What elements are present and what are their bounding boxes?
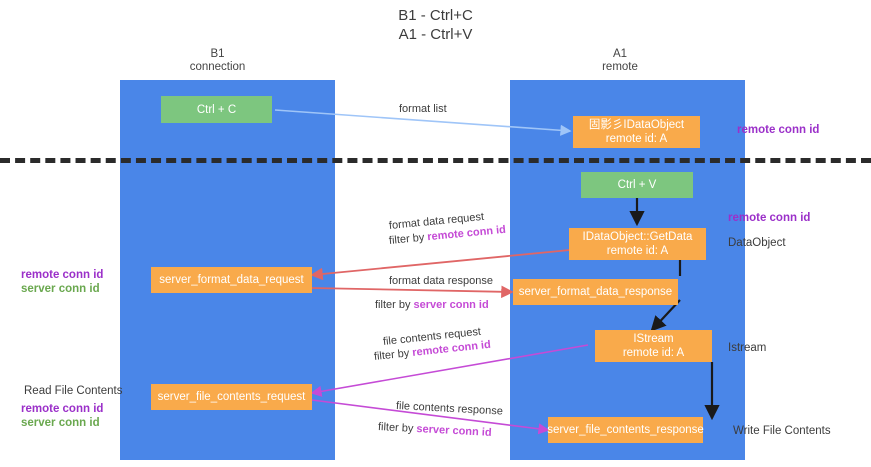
filter-key: server conn id	[416, 423, 492, 439]
box-ctrl-c[interactable]: Ctrl + C	[161, 96, 272, 123]
label-left-remote-conn-id-2: remote conn id	[21, 403, 104, 415]
edge-label-format-list: format list	[399, 103, 447, 115]
box-server-format-data-response[interactable]: server_format_data_response	[513, 279, 678, 305]
label-write-file-contents: Write File Contents	[733, 425, 831, 437]
box-istream[interactable]: IStream remote id: A	[595, 330, 712, 362]
label-left-server-conn-id: server conn id	[21, 283, 100, 295]
edge-label-format-data-response-filter: filter by server conn id	[375, 298, 489, 312]
label-left-server-conn-id-2: server conn id	[21, 417, 100, 429]
label-remote-conn-id-mid: remote conn id	[728, 212, 811, 224]
label-left-remote-conn-id: remote conn id	[21, 269, 104, 281]
edge-label-format-data-response: format data response	[389, 275, 493, 287]
box-idataobject[interactable]: 固影彡IDataObject remote id: A	[573, 116, 700, 148]
page-title: B1 - Ctrl+C A1 - Ctrl+V	[398, 7, 473, 43]
filter-prefix: filter by	[377, 421, 417, 436]
label-istream: Istream	[728, 342, 767, 354]
box-server-format-data-request[interactable]: server_format_data_request	[151, 267, 312, 293]
label-remote-conn-id-top: remote conn id	[737, 124, 820, 136]
label-dataobject: DataObject	[728, 237, 786, 249]
column-header-right: A1 remote	[602, 48, 638, 73]
box-ctrl-v[interactable]: Ctrl + V	[581, 172, 693, 198]
filter-key: server conn id	[413, 299, 489, 311]
filter-prefix: filter by	[388, 231, 428, 247]
edge-label-file-contents-response-filter: filter by server conn id	[378, 420, 492, 440]
box-server-file-contents-response[interactable]: server_file_contents_response	[547, 417, 704, 443]
label-read-file-contents: Read File Contents	[24, 385, 123, 397]
box-server-file-contents-request[interactable]: server_file_contents_request	[151, 384, 312, 410]
arrow-format-data-response	[311, 285, 514, 299]
edge-label-file-contents-response: file contents response	[395, 400, 504, 418]
column-header-left: B1 connection	[189, 48, 246, 73]
divider-dashed-line	[0, 158, 871, 163]
filter-prefix: filter by	[373, 347, 413, 363]
filter-prefix: filter by	[375, 299, 414, 311]
box-idataobject-getdata[interactable]: IDataObject::GetData remote id: A	[569, 228, 706, 260]
